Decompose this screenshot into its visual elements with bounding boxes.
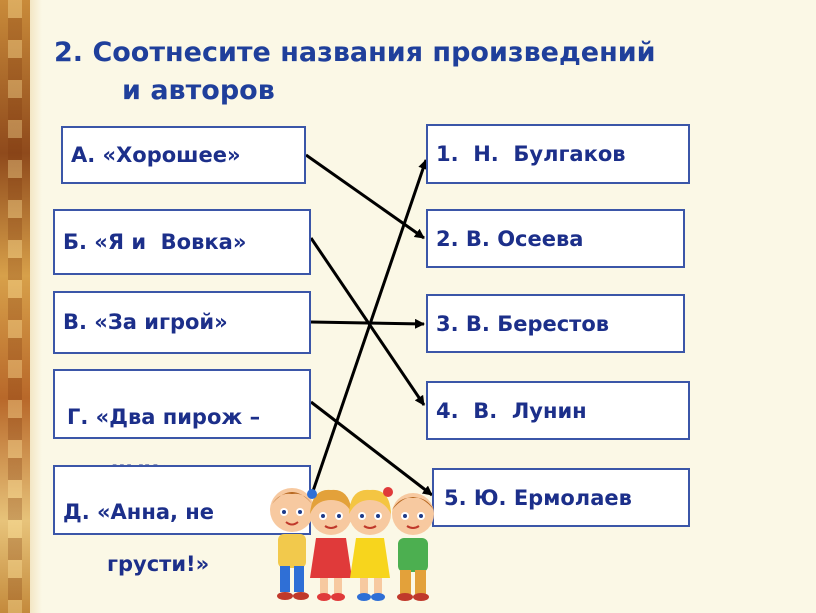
title-line-2: и авторов xyxy=(122,75,275,106)
child-girl-red xyxy=(307,489,352,601)
author-2-text: 2. В. Осеева xyxy=(436,226,584,251)
child-girl-yellow xyxy=(349,487,393,601)
work-d-text: Д. «Анна, не грусти!» xyxy=(63,473,214,603)
author-4-text: 4. В. Лунин xyxy=(436,398,587,423)
decorative-strip xyxy=(30,0,42,613)
author-5-text: 5. Ю. Ермолаев xyxy=(444,485,632,510)
work-d-line-1: Д. «Анна, не xyxy=(63,500,215,524)
work-b-box[interactable]: Б. «Я и Вовка» xyxy=(53,209,311,275)
work-v-text: В. «За игрой» xyxy=(63,310,228,334)
arrow-a-to-2 xyxy=(305,153,425,240)
author-5-box[interactable]: 5. Ю. Ермолаев xyxy=(432,468,690,527)
work-g-box[interactable]: Г. «Два пирож – ных» xyxy=(53,369,311,481)
author-3-text: 3. В. Берестов xyxy=(436,311,610,336)
children-illustration xyxy=(270,487,434,601)
arrow-g-to-5 xyxy=(310,400,433,497)
title-line-1: 2. Соотнесите названия произведений xyxy=(54,37,656,68)
author-4-box[interactable]: 4. В. Лунин xyxy=(426,381,690,440)
work-b-text: Б. «Я и Вовка» xyxy=(63,230,247,254)
work-d-box[interactable]: Д. «Анна, не грусти!» xyxy=(53,465,311,576)
arrow-v-to-3 xyxy=(310,318,425,329)
exercise-title: 2. Соотнесите названия произведений и ав… xyxy=(54,34,656,110)
child-boy-left xyxy=(270,488,314,600)
work-d-line-2: грусти!» xyxy=(107,552,210,576)
author-3-box[interactable]: 3. В. Берестов xyxy=(426,294,685,353)
author-2-box[interactable]: 2. В. Осеева xyxy=(426,209,685,268)
work-a-box[interactable]: А. «Хорошее» xyxy=(61,126,306,184)
arrow-d-to-1 xyxy=(309,159,428,498)
work-a-text: А. «Хорошее» xyxy=(71,143,241,167)
child-boy-right xyxy=(392,493,434,601)
decorative-border xyxy=(0,0,30,613)
work-g-line-1: Г. «Два пирож – xyxy=(67,405,261,429)
work-v-box[interactable]: В. «За игрой» xyxy=(53,291,311,354)
author-1-text: 1. Н. Булгаков xyxy=(436,142,626,166)
author-1-box[interactable]: 1. Н. Булгаков xyxy=(426,124,690,184)
